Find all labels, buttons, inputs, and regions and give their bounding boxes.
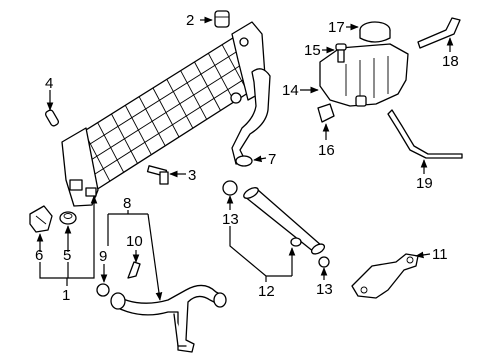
tank-cap-part <box>359 21 391 43</box>
radiator-assembly <box>61 21 267 207</box>
o-ring-mid-part <box>290 237 302 247</box>
callout-4: 4 <box>45 75 53 92</box>
callout-13-upper: 13 <box>222 211 239 228</box>
radiator-cap-part <box>214 10 230 28</box>
callout-7: 7 <box>268 151 276 168</box>
callout-5: 5 <box>63 247 71 264</box>
o-ring-part <box>96 283 110 297</box>
grommet-part <box>59 211 77 225</box>
callout-18: 18 <box>442 53 459 70</box>
mount-bushing-part <box>29 205 53 233</box>
callout-8: 8 <box>123 195 131 212</box>
callout-2: 2 <box>186 12 194 29</box>
callout-17: 17 <box>328 19 345 36</box>
callout-6: 6 <box>35 247 43 264</box>
o-ring-right-part <box>318 256 330 268</box>
callout-13-right: 13 <box>316 281 333 298</box>
hose-clip-part <box>127 261 141 279</box>
callout-1: 1 <box>62 287 70 304</box>
thermostat-housing-part <box>351 253 419 299</box>
callout-11: 11 <box>432 246 448 263</box>
callout-16: 16 <box>318 142 335 159</box>
callout-labels: 2 4 3 7 6 5 1 8 10 9 13 12 13 11 14 15 1… <box>35 12 459 304</box>
callout-12: 12 <box>258 283 275 300</box>
overflow-hose-part <box>387 109 463 159</box>
callout-3: 3 <box>188 167 196 184</box>
bolt-part <box>146 165 169 185</box>
lower-coolant-pipe-part <box>110 284 227 353</box>
tank-screw-part <box>335 43 347 63</box>
callout-14: 14 <box>282 82 299 99</box>
o-ring-upper-part <box>222 180 238 196</box>
upper-hose-part <box>231 68 271 167</box>
mounting-pin-part <box>44 109 60 127</box>
expansion-tank-part <box>319 43 409 107</box>
callout-15: 15 <box>304 42 321 59</box>
callout-19: 19 <box>416 175 433 192</box>
callout-10: 10 <box>126 233 143 250</box>
vent-hose-part <box>417 17 461 49</box>
tank-bracket-part <box>317 103 335 123</box>
coolant-tube-part <box>243 187 326 255</box>
callout-9: 9 <box>99 248 107 265</box>
leader-lines <box>36 16 454 301</box>
